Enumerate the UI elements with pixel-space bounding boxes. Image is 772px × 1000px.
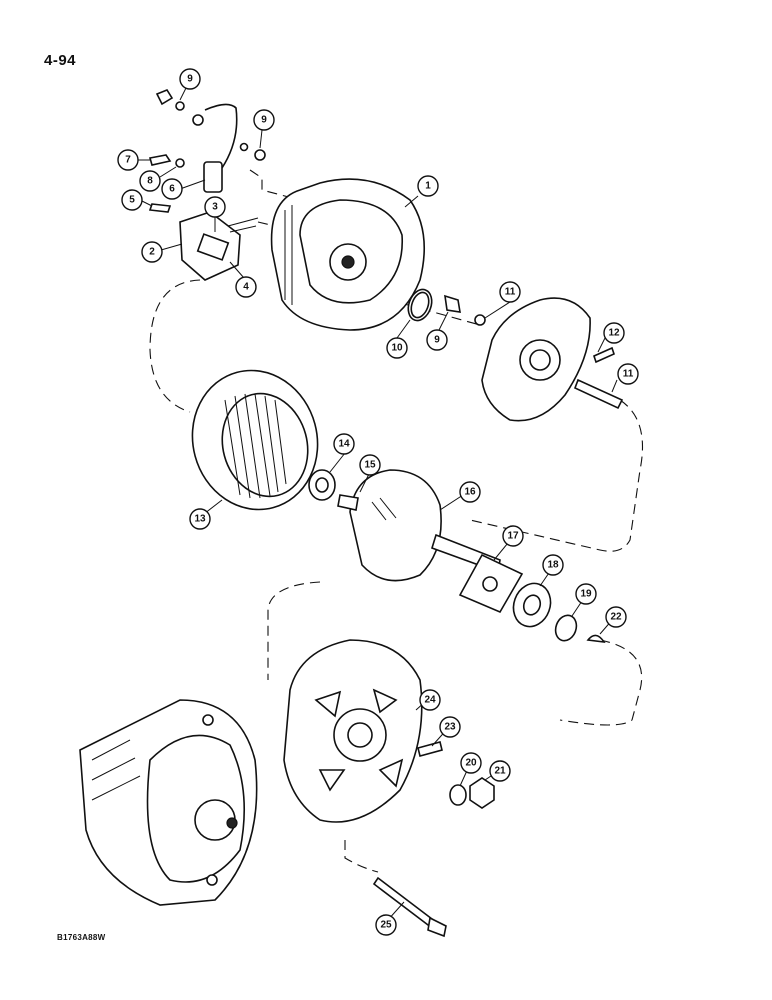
callout-2: 2 bbox=[141, 241, 163, 263]
callout-19: 19 bbox=[575, 583, 597, 605]
callout-7: 7 bbox=[117, 149, 139, 171]
rectifier-assembly bbox=[481, 297, 624, 422]
callout-label: 4 bbox=[243, 282, 249, 293]
callout-label: 3 bbox=[212, 202, 218, 213]
callout-18: 18 bbox=[542, 554, 564, 576]
callout-label: 23 bbox=[444, 722, 456, 733]
callout-9-top: 9 bbox=[179, 68, 201, 90]
callout-24: 24 bbox=[419, 689, 441, 711]
callout-label: 11 bbox=[623, 369, 634, 380]
callout-label: 8 bbox=[147, 176, 153, 187]
callout-label: 20 bbox=[465, 758, 477, 769]
callout-label: 5 bbox=[129, 195, 135, 206]
rear-bearing bbox=[512, 582, 552, 628]
guide-line-through-bolt bbox=[344, 840, 379, 873]
callout-13: 13 bbox=[189, 508, 211, 530]
drive-end-housing bbox=[283, 639, 423, 823]
callout-12: 12 bbox=[603, 322, 625, 344]
callout-label: 14 bbox=[338, 439, 350, 450]
figure-code: B1763A88W bbox=[57, 933, 106, 942]
page-number: 4-94 bbox=[44, 52, 77, 69]
callout-8: 8 bbox=[139, 170, 161, 192]
guide-line-bolt-loop bbox=[469, 399, 643, 552]
retainer-plate bbox=[458, 553, 524, 614]
callout-20: 20 bbox=[460, 752, 482, 774]
callout-6: 6 bbox=[161, 178, 183, 200]
guide-line-top bbox=[249, 169, 301, 201]
callout-25: 25 bbox=[375, 914, 397, 936]
callout-14: 14 bbox=[333, 433, 355, 455]
callout-label: 21 bbox=[494, 766, 506, 777]
callout-1: 1 bbox=[417, 175, 439, 197]
callout-4: 4 bbox=[235, 276, 257, 298]
callout-bubbles: 9 9 7 8 6 1 5 3 2 4 11 12 10 9 11 14 15 … bbox=[117, 68, 639, 936]
woodruff-key bbox=[586, 634, 606, 644]
stator bbox=[191, 369, 319, 511]
assembled-alternator bbox=[79, 699, 258, 906]
callout-label: 13 bbox=[194, 514, 206, 525]
callout-label: 22 bbox=[610, 612, 622, 623]
through-bolt bbox=[372, 876, 447, 938]
callout-23: 23 bbox=[439, 716, 461, 738]
o-ring-and-bushing bbox=[407, 288, 486, 326]
callout-label: 19 bbox=[580, 589, 592, 600]
spacer-ring bbox=[554, 614, 578, 642]
callout-17: 17 bbox=[502, 525, 524, 547]
guide-line-lower-loop bbox=[267, 581, 321, 680]
callout-label: 1 bbox=[425, 181, 431, 192]
callout-label: 11 bbox=[505, 287, 516, 298]
wiring-lead bbox=[192, 103, 238, 193]
callout-3: 3 bbox=[204, 196, 226, 218]
guide-line-bearing-loop bbox=[559, 639, 643, 726]
callout-11-bolt: 11 bbox=[617, 363, 639, 385]
drive-end-hardware bbox=[417, 741, 495, 809]
callout-label: 9 bbox=[187, 74, 193, 85]
callout-10: 10 bbox=[386, 337, 408, 359]
callout-16: 16 bbox=[459, 481, 481, 503]
callout-label: 7 bbox=[125, 155, 131, 166]
callout-9-bushing: 9 bbox=[426, 329, 448, 351]
slip-ring-end-housing bbox=[270, 178, 425, 331]
callout-22: 22 bbox=[605, 606, 627, 628]
voltage-regulator bbox=[179, 211, 259, 281]
callout-label: 16 bbox=[464, 487, 476, 498]
callout-label: 24 bbox=[424, 695, 436, 706]
callout-label: 2 bbox=[149, 247, 155, 258]
callout-11-nut: 11 bbox=[499, 281, 521, 303]
callout-label: 10 bbox=[391, 343, 403, 354]
guide-line-loop-left bbox=[149, 279, 201, 413]
callout-15: 15 bbox=[359, 454, 381, 476]
callout-5: 5 bbox=[121, 189, 143, 211]
callout-9-washer: 9 bbox=[253, 109, 275, 131]
callout-label: 9 bbox=[261, 115, 267, 126]
callout-label: 17 bbox=[507, 531, 519, 542]
callout-label: 15 bbox=[364, 460, 376, 471]
callout-label: 9 bbox=[434, 335, 440, 346]
callout-label: 12 bbox=[608, 328, 620, 339]
assembly-guide-lines bbox=[149, 169, 643, 873]
callout-21: 21 bbox=[489, 760, 511, 782]
callout-label: 18 bbox=[547, 560, 559, 571]
callout-label: 6 bbox=[169, 184, 175, 195]
front-bearing bbox=[308, 469, 336, 501]
callout-label: 25 bbox=[380, 920, 392, 931]
small-hardware bbox=[148, 89, 266, 213]
